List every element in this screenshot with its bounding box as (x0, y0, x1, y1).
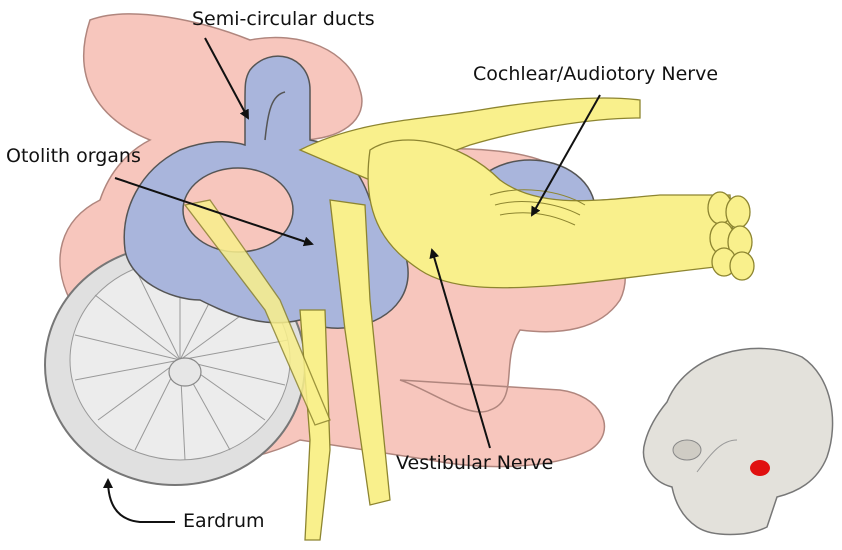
label-otolith-organs: Otolith organs (6, 147, 141, 166)
nerve-bundle-ends (708, 192, 754, 280)
label-semicircular-ducts: Semi-circular ducts (192, 10, 375, 29)
skull-inset (627, 322, 842, 550)
label-vestibular-nerve: Vestibular Nerve (396, 454, 553, 473)
label-cochlear-nerve: Cochlear/Audiotory Nerve (473, 65, 718, 84)
label-eardrum: Eardrum (183, 512, 265, 531)
inner-ear-location-marker (750, 460, 770, 476)
